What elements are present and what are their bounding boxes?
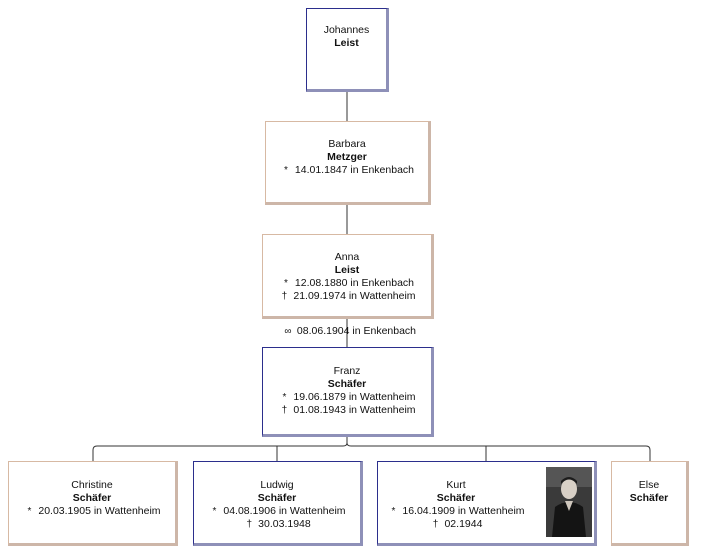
person-franz-box[interactable]: Franz Schäfer * 19.06.1879 in Wattenheim… — [262, 347, 434, 437]
marriage-date: 08.06.1904 in Enkenbach — [296, 325, 417, 337]
birth-event: * 19.06.1879 in Wattenheim — [263, 391, 431, 404]
death-icon: † — [281, 405, 288, 416]
surname: Schäfer — [72, 492, 112, 504]
surname: Leist — [334, 264, 360, 276]
birth-date: 16.04.1909 in Wattenheim — [402, 505, 525, 517]
death-icon: † — [432, 519, 439, 530]
marriage-icon: ∞ — [284, 326, 292, 337]
surname: Schäfer — [629, 492, 669, 504]
person-johannes-box[interactable]: Johannes Leist — [306, 8, 389, 92]
death-icon: † — [246, 519, 253, 530]
death-icon: † — [281, 291, 288, 302]
death-event: † 30.03.1948 — [194, 518, 360, 531]
person-christine-box[interactable]: Christine Schäfer * 20.03.1905 in Watten… — [8, 461, 178, 546]
portrait-icon — [546, 467, 592, 537]
person-ludwig-box[interactable]: Ludwig Schäfer * 04.08.1906 in Wattenhei… — [193, 461, 363, 546]
surname: Leist — [334, 37, 359, 49]
birth-event: * 04.08.1906 in Wattenheim — [194, 505, 360, 518]
birth-event: * 20.03.1905 in Wattenheim — [9, 505, 175, 518]
given-name: Ludwig — [260, 479, 294, 491]
surname: Schäfer — [327, 378, 367, 390]
given-name: Kurt — [446, 479, 466, 491]
death-date: 01.08.1943 in Wattenheim — [293, 404, 416, 416]
birth-icon: * — [284, 165, 288, 176]
given-name: Barbara — [328, 138, 366, 150]
kurt-portrait-photo — [546, 467, 592, 537]
given-name: Else — [638, 479, 660, 491]
given-name: Johannes — [323, 24, 370, 36]
birth-date: 19.06.1879 in Wattenheim — [293, 391, 416, 403]
person-anna-box[interactable]: Anna Leist * 12.08.1880 in Enkenbach † 2… — [262, 234, 434, 319]
death-event: † 01.08.1943 in Wattenheim — [263, 404, 431, 417]
birth-event: * 16.04.1909 in Wattenheim — [378, 505, 534, 518]
surname: Schäfer — [436, 492, 476, 504]
death-date: 02.1944 — [444, 518, 483, 530]
marriage-label: ∞ 08.06.1904 in Enkenbach — [282, 325, 416, 337]
birth-event: * 12.08.1880 in Enkenbach — [263, 277, 431, 290]
birth-icon: * — [27, 506, 32, 517]
death-date: 21.09.1974 in Wattenheim — [293, 290, 416, 302]
birth-date: 12.08.1880 in Enkenbach — [294, 277, 415, 289]
birth-date: 14.01.1847 in Enkenbach — [294, 164, 415, 176]
birth-date: 04.08.1906 in Wattenheim — [223, 505, 346, 517]
birth-icon: * — [284, 278, 288, 289]
given-name: Christine — [71, 479, 113, 491]
birth-date: 20.03.1905 in Wattenheim — [38, 505, 161, 517]
surname: Metzger — [327, 151, 367, 163]
birth-icon: * — [391, 506, 396, 517]
death-event: † 02.1944 — [378, 518, 534, 531]
person-barbara-box[interactable]: Barbara Metzger * 14.01.1847 in Enkenbac… — [265, 121, 431, 205]
birth-icon: * — [282, 392, 287, 403]
given-name: Franz — [333, 365, 361, 377]
birth-event: * 14.01.1847 in Enkenbach — [266, 164, 428, 177]
given-name: Anna — [334, 251, 360, 263]
death-event: † 21.09.1974 in Wattenheim — [263, 290, 431, 303]
birth-icon: * — [212, 506, 217, 517]
surname: Schäfer — [257, 492, 297, 504]
person-else-box[interactable]: Else Schäfer — [611, 461, 689, 546]
death-date: 30.03.1948 — [258, 518, 311, 530]
